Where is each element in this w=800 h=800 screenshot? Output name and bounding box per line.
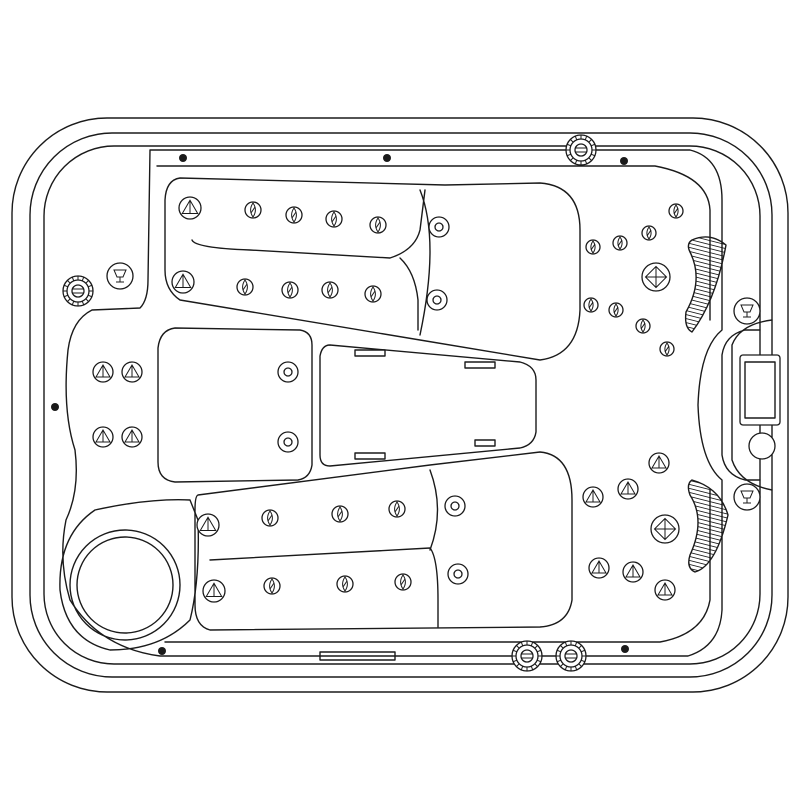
headrest-pillow-icon	[687, 479, 729, 573]
round-eyeball-jet-icon[interactable]	[608, 302, 624, 318]
mounting-dot-icon	[383, 154, 391, 162]
diamond-nozzle-jet-icon[interactable]	[622, 561, 644, 583]
mounting-dot-icon	[620, 157, 628, 165]
diverter-valve-icon[interactable]	[511, 640, 543, 672]
diamond-nozzle-jet-icon[interactable]	[648, 452, 670, 474]
round-eyeball-jet-icon[interactable]	[263, 577, 281, 595]
round-eyeball-jet-icon[interactable]	[612, 235, 628, 251]
round-eyeball-jet-icon[interactable]	[244, 201, 262, 219]
round-eyeball-jet-icon[interactable]	[281, 281, 299, 299]
lounger-seat-upper	[164, 177, 581, 361]
lounger-upper-outline	[164, 177, 581, 361]
corner-seat-bowl-inner	[76, 536, 174, 634]
diamond-nozzle-jet-icon[interactable]	[92, 361, 114, 383]
diamond-nozzle-jet-icon[interactable]	[196, 513, 220, 537]
corner-seat-outline	[59, 499, 200, 651]
diverter-valve-icon[interactable]	[555, 640, 587, 672]
round-eyeball-jet-icon[interactable]	[331, 505, 349, 523]
diamond-nozzle-jet-icon[interactable]	[121, 361, 143, 383]
diamond-nozzle-jet-icon[interactable]	[178, 196, 202, 220]
panel-recess	[721, 329, 761, 481]
corner-seat-bowl	[69, 529, 181, 641]
diverter-valve-icon[interactable]	[62, 275, 94, 307]
control-panel-area	[721, 319, 781, 491]
mounting-dot-icon	[621, 645, 629, 653]
diamond-nozzle-jet-icon[interactable]	[582, 486, 604, 508]
diamond-nozzle-jet-icon[interactable]	[617, 478, 639, 500]
diamond-nozzle-jet-icon[interactable]	[588, 557, 610, 579]
bench-step	[319, 344, 537, 467]
bench-step-tab	[354, 452, 386, 460]
pillows-group	[684, 236, 729, 573]
lounger-seat-lower	[194, 451, 573, 631]
fixtures-group	[51, 134, 761, 672]
corner-seat	[59, 499, 200, 651]
round-eyeball-jet-icon[interactable]	[321, 281, 339, 299]
mounting-dot-icon	[51, 403, 59, 411]
air-button-icon[interactable]	[277, 431, 299, 453]
round-eyeball-jet-icon[interactable]	[325, 210, 343, 228]
diamond-nozzle-jet-icon[interactable]	[202, 579, 226, 603]
lounger-lower-outline	[194, 451, 573, 631]
air-button-icon[interactable]	[447, 563, 469, 585]
round-eyeball-jet-icon[interactable]	[394, 573, 412, 591]
round-eyeball-jet-icon[interactable]	[364, 285, 382, 303]
round-eyeball-jet-icon[interactable]	[635, 318, 651, 334]
diamond-nozzle-jet-icon[interactable]	[650, 514, 680, 544]
lounger-lower-seatline	[429, 469, 439, 551]
outer-shell	[11, 117, 789, 693]
air-button-icon[interactable]	[444, 495, 466, 517]
air-button-icon[interactable]	[428, 216, 450, 238]
round-eyeball-jet-icon[interactable]	[585, 239, 601, 255]
air-button-icon[interactable]	[277, 361, 299, 383]
diamond-nozzle-jet-icon[interactable]	[171, 270, 195, 294]
round-eyeball-jet-icon[interactable]	[236, 278, 254, 296]
waterfall-cup-icon[interactable]	[733, 483, 761, 511]
round-eyeball-jet-icon[interactable]	[336, 575, 354, 593]
round-eyeball-jet-icon[interactable]	[583, 297, 599, 313]
control-panel-icon[interactable]	[739, 354, 781, 426]
round-eyeball-jet-icon[interactable]	[285, 206, 303, 224]
lounger-upper-divider-2	[399, 257, 419, 331]
interior-well	[62, 149, 723, 657]
bottom-step-plate	[319, 651, 396, 661]
control-panel-screen	[744, 361, 776, 419]
interior-well-inner	[156, 165, 711, 321]
round-eyeball-jet-icon[interactable]	[659, 341, 675, 357]
outer-rim	[11, 117, 789, 693]
diverter-valve-icon[interactable]	[565, 134, 597, 166]
bench-step-tab	[474, 439, 496, 447]
lounger-upper-divider	[191, 189, 426, 259]
diamond-nozzle-jet-icon[interactable]	[641, 262, 671, 292]
round-eyeball-jet-icon[interactable]	[261, 509, 279, 527]
control-panel-button[interactable]	[748, 432, 776, 460]
round-eyeball-jet-icon[interactable]	[369, 216, 387, 234]
center-bench	[157, 327, 537, 483]
waterfall-cup-icon[interactable]	[106, 262, 134, 290]
air-button-icon[interactable]	[426, 289, 448, 311]
diamond-nozzle-jet-icon[interactable]	[121, 426, 143, 448]
waterfall-cup-icon[interactable]	[733, 297, 761, 325]
bench-step-tab	[464, 361, 496, 369]
round-eyeball-jet-icon[interactable]	[641, 225, 657, 241]
mounting-dot-icon	[179, 154, 187, 162]
round-eyeball-jet-icon[interactable]	[388, 500, 406, 518]
round-eyeball-jet-icon[interactable]	[668, 203, 684, 219]
panel-recess-outer	[731, 319, 773, 491]
diamond-nozzle-jet-icon[interactable]	[654, 579, 676, 601]
bench-left	[157, 327, 313, 483]
interior-well-inner-bottom	[164, 489, 711, 643]
bench-step-tab	[354, 349, 386, 357]
lounger-upper-seatline	[419, 189, 431, 336]
mounting-dot-icon	[158, 647, 166, 655]
headrest-pillow-icon	[684, 236, 727, 333]
diamond-nozzle-jet-icon[interactable]	[92, 426, 114, 448]
